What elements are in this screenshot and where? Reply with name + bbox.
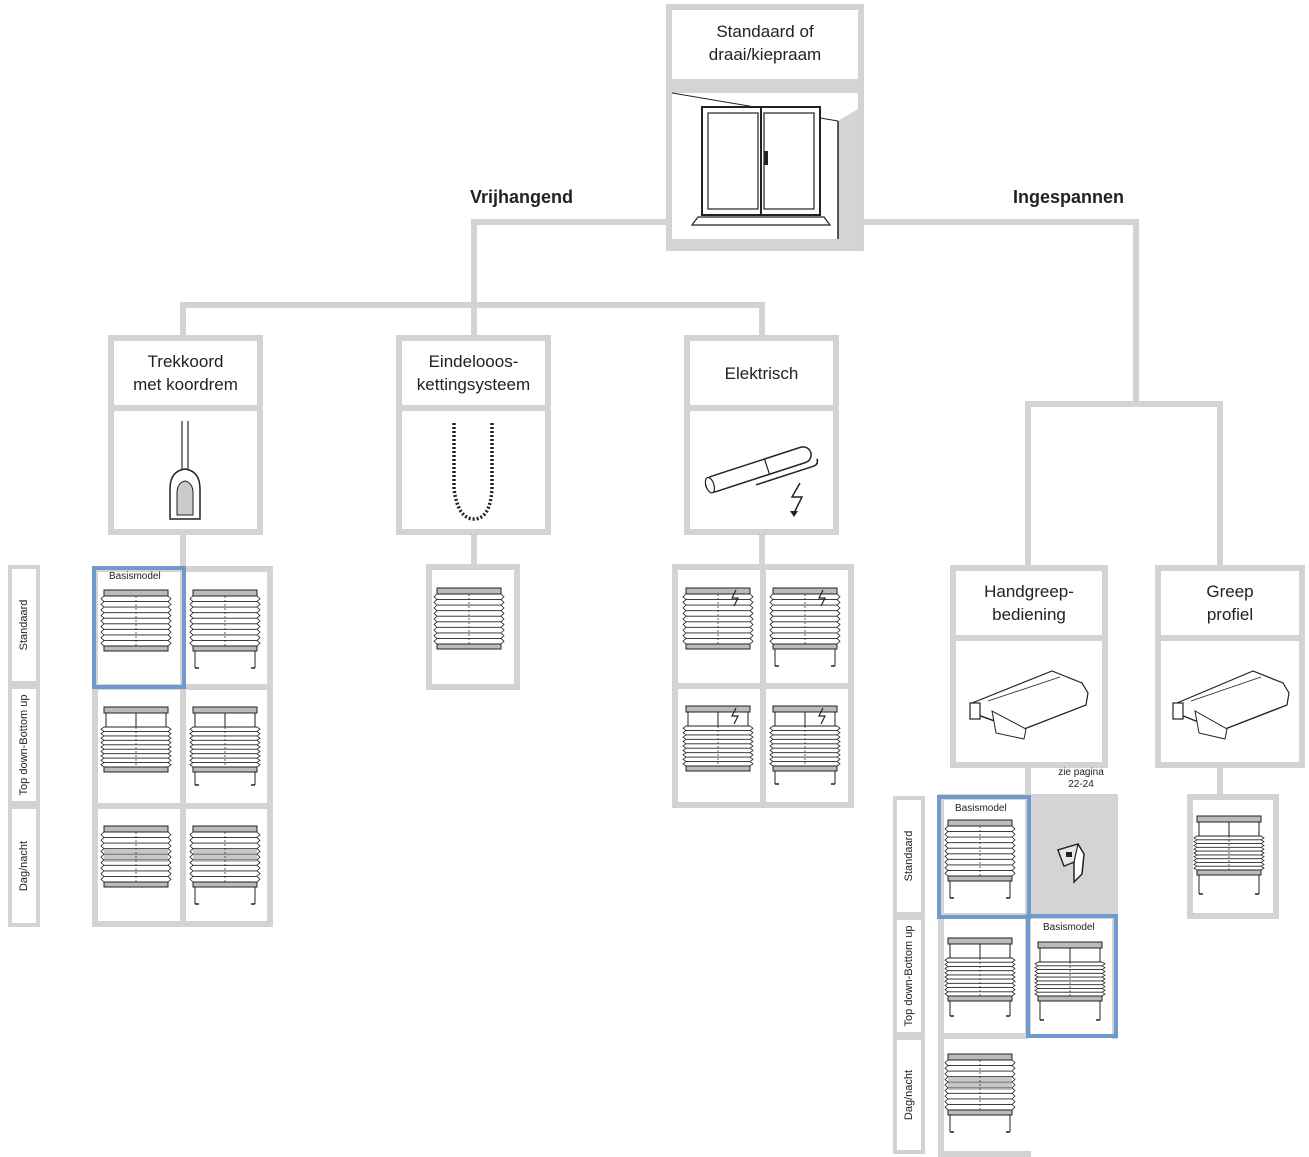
cord-icon <box>169 421 201 520</box>
option-title: Trekkoord met koordrem <box>133 352 238 394</box>
branch-label-ingespannen: Ingespannen <box>1013 187 1125 207</box>
motor-icon <box>704 446 819 517</box>
empty-cell <box>1031 1039 1121 1157</box>
option-handgreep: Handgreep- bediening <box>950 565 1108 768</box>
highlight-basismodel <box>1026 914 1118 1038</box>
option-greep: Greep profiel <box>1155 565 1305 768</box>
profile-rail-icon <box>1172 670 1290 740</box>
option-title: Greep profiel <box>1206 582 1254 624</box>
option-title: Handgreep- bediening <box>984 582 1074 624</box>
highlight-basismodel <box>937 795 1031 919</box>
highlight-basismodel <box>92 566 186 689</box>
row-label-standaard: Standaard <box>8 565 40 685</box>
motor-blind-icon <box>769 705 841 785</box>
bracket-icon <box>1057 843 1085 884</box>
pleated-blind-icon <box>100 825 172 888</box>
window-icon <box>672 79 858 249</box>
branch-label-vrijhangend: Vrijhangend <box>470 187 574 207</box>
page-reference-note: zie pagina 22-24 <box>1058 767 1104 790</box>
pleated-blind-icon <box>1034 941 1106 1021</box>
root-title: Standaard of draai/kiepraam <box>708 22 822 64</box>
pleated-blind-icon <box>189 589 261 669</box>
row-label-top-down-bottom-up: Top down-Bottom up <box>893 916 925 1036</box>
option-title: Elektrisch <box>724 363 799 383</box>
row-label-top-down-bottom-up: Top down-Bottom up <box>8 685 40 805</box>
option-ketting: Eindelooos- kettingsysteem <box>396 335 551 535</box>
option-title: Eindelooos- kettingsysteem <box>416 352 531 394</box>
pleated-blind-icon <box>944 819 1016 899</box>
row-label-standaard: Standaard <box>893 796 925 916</box>
pleated-blind-icon <box>189 706 261 786</box>
lightning-icon <box>790 482 804 514</box>
motor-blind-icon <box>682 587 754 650</box>
basismodel-badge: Basismodel <box>1043 922 1095 933</box>
pleated-blind-icon <box>100 706 172 773</box>
option-trekkoord: Trekkoord met koordrem <box>108 335 263 535</box>
option-elektrisch: Elektrisch <box>684 335 839 535</box>
basismodel-badge: Basismodel <box>955 803 1007 814</box>
row-label-dag-nacht: Dag/nacht <box>893 1036 925 1154</box>
motor-blind-icon <box>769 587 841 667</box>
chain-icon <box>452 421 494 521</box>
pleated-blind-icon <box>433 587 505 650</box>
basismodel-badge: Basismodel <box>109 571 161 582</box>
root-node: Standaard of draai/kiepraam <box>666 4 864 251</box>
pleated-blind-icon <box>189 825 261 905</box>
pleated-blind-icon <box>100 589 172 652</box>
handle-rail-icon <box>969 670 1089 740</box>
pleated-blind-icon <box>944 1053 1016 1133</box>
pleated-blind-icon <box>944 937 1016 1017</box>
motor-blind-icon <box>682 705 754 772</box>
row-label-dag-nacht: Dag/nacht <box>8 805 40 927</box>
pleated-blind-icon <box>1193 815 1265 895</box>
